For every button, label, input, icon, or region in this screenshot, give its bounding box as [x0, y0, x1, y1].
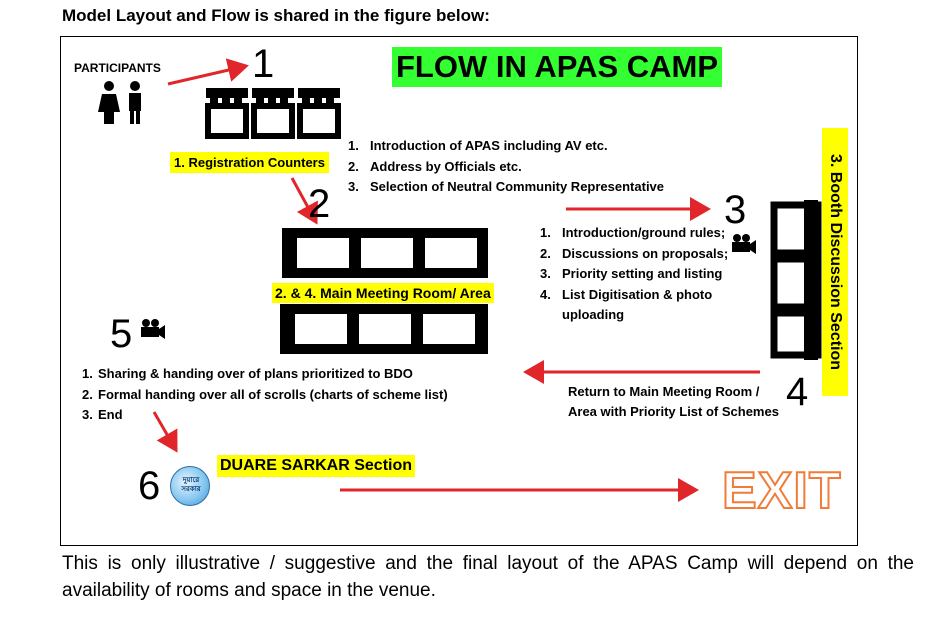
- camera-icon: [141, 319, 165, 339]
- diagram-title: FLOW IN APAS CAMP: [392, 47, 723, 87]
- figure-heading: Model Layout and Flow is shared in the f…: [62, 6, 490, 25]
- registration-counters-label: 1. Registration Counters: [170, 152, 329, 173]
- arrow-participants-to-1: [167, 58, 249, 86]
- camera-icon: [732, 234, 756, 254]
- main-meeting-room-icon: [280, 228, 488, 354]
- step-number-3: 3: [724, 188, 747, 232]
- list-item: 2.Formal handing over all of scrolls (ch…: [82, 386, 448, 402]
- list-item: 3.End: [82, 407, 123, 422]
- list-item: 1.Sharing & handing over of plans priori…: [82, 366, 413, 381]
- registration-counters-icon: [205, 88, 341, 139]
- list-item: 2.Discussions on proposals;: [540, 245, 729, 261]
- return-to-main-room-text: Return to Main Meeting Room / Area with …: [568, 384, 779, 419]
- list-item: uploading: [562, 307, 625, 322]
- list-item: 2.Address by Officials etc.: [348, 158, 522, 174]
- list-item: 3.Selection of Neutral Community Represe…: [348, 179, 665, 194]
- logo-text: দুয়ারে সরকার: [181, 477, 201, 493]
- step5-activities: 1.Sharing & handing over of plans priori…: [82, 364, 448, 426]
- exit-label: EXIT: [721, 462, 842, 520]
- step-number-2: 2: [308, 182, 331, 226]
- list-item: 4.List Digitisation & photo: [540, 286, 713, 302]
- list-item: 1.Introduction/ground rules;: [540, 225, 726, 240]
- list-item: 1.Introduction of APAS including AV etc.: [348, 138, 608, 153]
- step-number-5: 5: [110, 312, 133, 356]
- participants-label: PARTICIPANTS: [74, 61, 161, 75]
- booth-discussion-label: 3. Booth Discussion Section: [822, 128, 848, 396]
- diagram-frame: [60, 36, 858, 546]
- booth-stalls-icon: [770, 200, 822, 360]
- list-item: 3.Priority setting and listing: [540, 266, 723, 281]
- flow-arrows: [152, 58, 760, 502]
- footnote: This is only illustrative / suggestive a…: [62, 553, 914, 601]
- participants-icon: [98, 81, 141, 124]
- arrow-5-to-6: [152, 411, 178, 453]
- duare-sarkar-logo-icon: দুয়ারে সরকার: [170, 466, 210, 506]
- step-number-4: 4: [786, 370, 809, 414]
- main-meeting-room-label: 2. & 4. Main Meeting Room/ Area: [272, 283, 494, 303]
- duare-sarkar-label: DUARE SARKAR Section: [217, 455, 416, 477]
- arrow-1-to-2: [290, 177, 318, 225]
- step3-activities: 1.Introduction/ground rules; 2.Discussio…: [540, 223, 728, 326]
- step-number-6: 6: [138, 464, 161, 508]
- step-number-1: 1: [252, 42, 275, 86]
- step2-activities: 1.Introduction of APAS including AV etc.…: [348, 136, 664, 198]
